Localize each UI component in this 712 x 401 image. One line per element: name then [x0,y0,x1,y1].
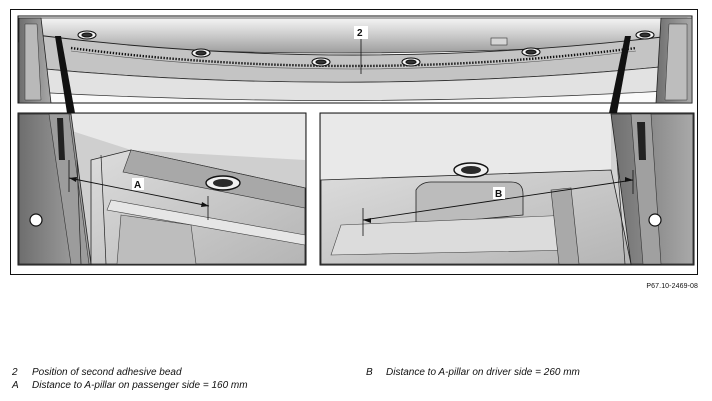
legend-item-2: 2 Position of second adhesive bead [12,367,182,378]
pointer-left [55,36,75,113]
legend-item-b: B Distance to A-pillar on driver side = 2… [366,367,580,378]
windshield-frame-illustration: 2 [17,15,695,266]
callout-2: 2 [357,28,363,39]
legend-text: Distance to A-pillar on passenger side =… [32,380,248,391]
overview-view: 2 [17,15,693,104]
legend-text: Position of second adhesive bead [32,367,182,378]
callout-b: B [495,189,502,200]
figure-reference: P67.10-2469-08 [646,283,698,290]
legend-key: A [12,380,19,391]
legend-text: Distance to A-pillar on driver side = 26… [386,367,580,378]
adhesive-bead-line [70,46,637,68]
dimension-b-line [362,179,634,221]
pointer-right [609,36,631,113]
legend-item-a: A Distance to A-pillar on passenger side … [12,380,248,391]
legend-key: B [366,367,373,378]
detail-view-passenger: A [17,112,307,266]
legend-key: 2 [12,367,18,378]
dimension-a-line [68,177,210,207]
clip-slots [77,30,655,67]
illustration-frame: 2 [10,9,698,275]
callout-a: A [134,180,141,191]
detail-view-driver: B [319,112,695,266]
